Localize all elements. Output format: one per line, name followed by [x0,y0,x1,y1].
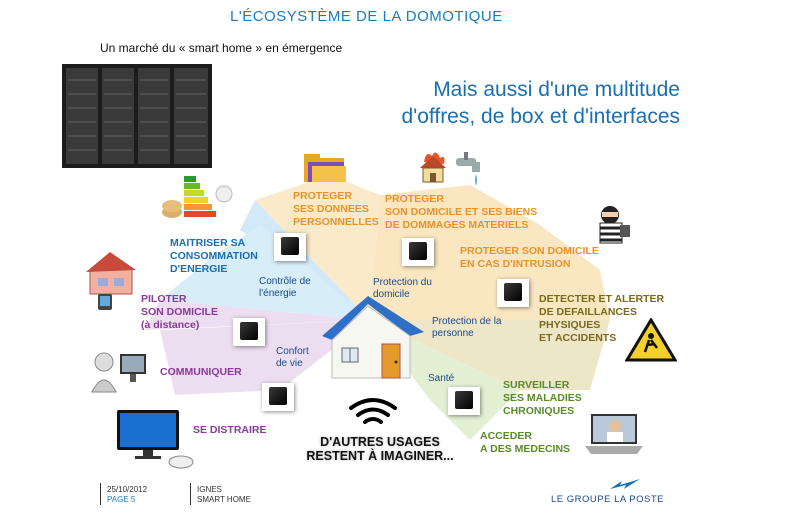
smart-home-phone-icon [84,250,140,317]
segment-sante: Santé [428,373,454,385]
footer-date: 25/10/2012 [107,485,147,495]
category-proteger-donnees: PROTEGER SES DONNEES PERSONNELLES [293,190,379,229]
tv-console-icon [115,408,195,475]
house-illustration [318,292,428,384]
box-device [402,238,434,266]
category-surveiller: SURVEILLER SES MALADIES CHRONIQUES [503,379,582,418]
category-acceder-medecins: ACCEDER A DES MEDECINS [480,430,570,456]
category-proteger-intrusion: PROTEGER SON DOMICILE EN CAS D'INTRUSION [460,245,599,271]
segment-protection-domicile: Protection du domicile [373,277,432,301]
other-usages: D'AUTRES USAGES RESTENT À IMAGINER... [300,435,460,463]
warning-fall-icon [625,318,677,367]
box-device [497,279,529,307]
category-piloter: PILOTER SON DOMICILE (à distance) [141,293,218,332]
footer-page: PAGE 5 [107,495,147,505]
footer-topic: SMART HOME [197,495,251,505]
category-communiquer: COMMUNIQUER [160,366,242,379]
house-fire-icon [416,148,450,189]
brand-name: LE GROUPE LA POSTE [551,494,664,505]
energy-label-icon [160,172,236,227]
footer-divider [100,483,101,505]
footer-project-block: IGNES SMART HOME [197,485,251,505]
category-proteger-biens: PROTEGER SON DOMICILE ET SES BIENS DE DO… [385,193,537,232]
segment-controle-energie: Contrôle de l'énergie [259,276,311,300]
box-device [233,318,265,346]
box-device [448,387,480,415]
box-device [274,233,306,261]
videoconference-icon [90,348,150,399]
folder-icon [302,152,348,189]
footer-project: IGNES [197,485,251,495]
footer-divider [190,483,191,505]
burglar-icon [592,203,632,250]
doctor-laptop-icon [585,410,645,465]
segment-confort: Confort de vie [276,346,309,370]
box-device [262,383,294,411]
category-maitriser-energie: MAITRISER SA CONSOMMATION D'ENERGIE [170,237,258,276]
segment-protection-personne: Protection de la personne [432,316,502,340]
footer-date-block: 25/10/2012 PAGE 5 [107,485,147,505]
category-se-distraire: SE DISTRAIRE [193,424,267,437]
wireless-signal-icon [343,392,403,428]
water-tap-icon [454,152,484,197]
